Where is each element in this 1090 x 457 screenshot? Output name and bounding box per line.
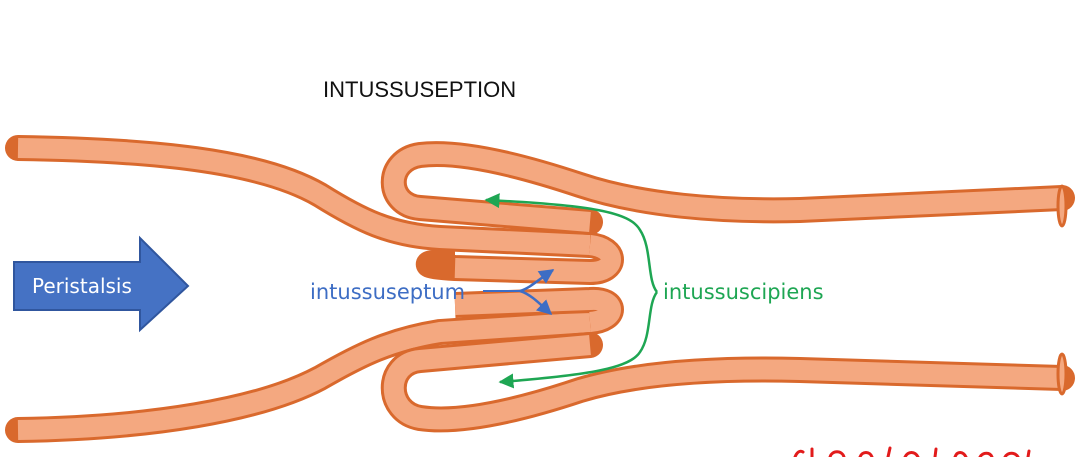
upper-return-layer-fill xyxy=(383,144,1063,232)
upper-right-end xyxy=(1056,184,1068,228)
intussuseptum-arrow-down xyxy=(519,289,553,316)
intussuseptum-label: intussuseptum xyxy=(310,280,465,304)
diagram-title: INTUSSUSEPTION xyxy=(323,77,516,102)
intussuseptum-arrow-up xyxy=(519,268,555,293)
upper-bowel-wall xyxy=(5,135,1075,286)
right-arrow-icon xyxy=(13,235,190,333)
watermark xyxy=(793,446,1031,457)
peristalsis-label: Peristalsis xyxy=(32,274,132,298)
lower-fold-tip-fill xyxy=(454,289,621,332)
lower-bowel-wall xyxy=(5,286,1075,443)
upper-entering-wall-fill xyxy=(17,138,591,255)
watermark-cropped-lettering xyxy=(793,446,1031,457)
intussuseptum-annotation: intussuseptum xyxy=(310,268,555,316)
upper-fold-tip-fill xyxy=(454,235,621,283)
peristalsis-arrow: Peristalsis xyxy=(13,235,190,333)
lower-right-end xyxy=(1056,352,1068,396)
intussuscipiens-lower-arrow xyxy=(498,291,659,389)
intussuscipiens-label: intussuscipiens xyxy=(663,280,824,304)
intussuscipiens-annotation: intussuscipiens xyxy=(484,193,824,389)
lower-return-layer-fill xyxy=(383,335,1063,430)
lower-entering-wall-fill xyxy=(17,312,591,440)
intussuscipiens-upper-arrow xyxy=(484,193,659,293)
